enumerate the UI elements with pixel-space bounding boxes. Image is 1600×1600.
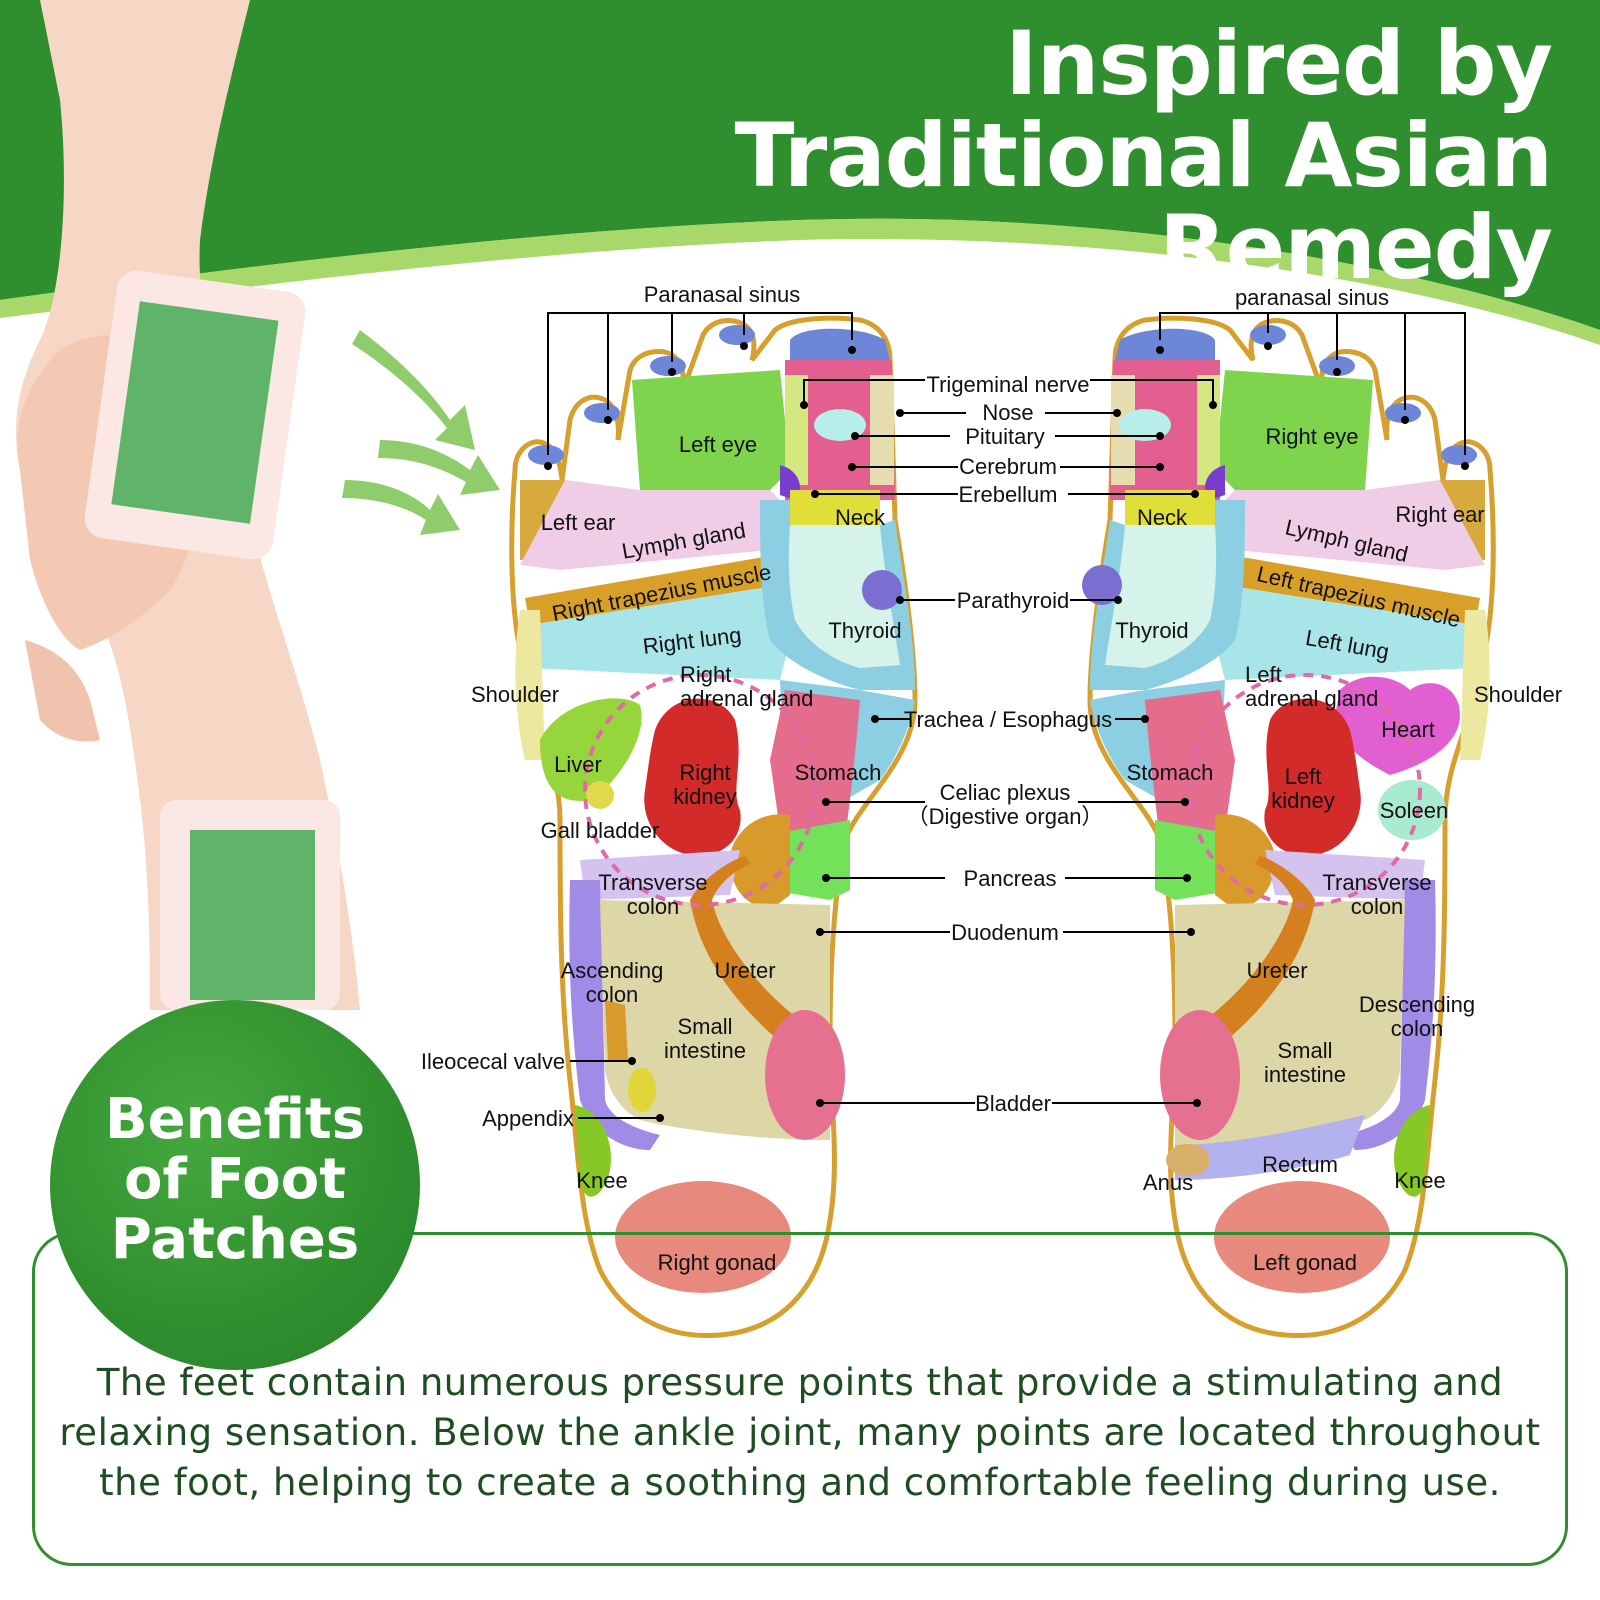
benefits-badge-text: Benefits of Foot Patches	[104, 1087, 366, 1272]
leg-photo	[16, 0, 360, 1010]
label-cerebrum: Cerebrum	[959, 454, 1057, 479]
description-text: The feet contain numerous pressure point…	[59, 1361, 1541, 1504]
label-thyroid-right: Thyroid	[1115, 618, 1188, 643]
left-foot	[509, 315, 918, 1339]
header-band	[0, 0, 1600, 330]
label-appendix: Appendix	[482, 1106, 574, 1131]
label-parathyroid: Parathyroid	[957, 588, 1070, 613]
label-nose: Nose	[982, 400, 1033, 425]
page-title: Inspired by Traditional Asian Remedy	[734, 12, 1554, 299]
right-foot	[1082, 315, 1496, 1339]
label-neck-right: Neck	[1137, 505, 1188, 530]
label-anus: Anus	[1143, 1170, 1193, 1195]
label-heart: Heart	[1381, 717, 1435, 742]
label-left-ear: Left ear	[541, 510, 616, 535]
leader-dots	[544, 342, 1469, 1122]
label-shoulder-left: Shoulder	[471, 682, 559, 707]
label-left-eye: Left eye	[679, 432, 757, 457]
label-right-ear: Right ear	[1395, 502, 1484, 527]
label-rectum: Rectum	[1262, 1152, 1338, 1177]
label-soleen: Soleen	[1380, 798, 1449, 823]
label-celiac: Celiac plexus（Digestive organ）	[907, 780, 1104, 829]
label-gall-bladder: Gall bladder	[541, 818, 660, 843]
label-stomach-right: Stomach	[1127, 760, 1214, 785]
label-duodenum: Duodenum	[951, 920, 1059, 945]
label-pancreas: Pancreas	[964, 866, 1057, 891]
label-trigeminal: Trigeminal nerve	[926, 372, 1089, 397]
label-stomach-left: Stomach	[795, 760, 882, 785]
label-shoulder-right: Shoulder	[1474, 682, 1562, 707]
label-right-gonad: Right gonad	[658, 1250, 777, 1275]
direction-arrows	[342, 330, 500, 535]
header-accent-stripe	[0, 218, 1600, 345]
label-paranasal-right: paranasal sinus	[1235, 285, 1389, 310]
label-trachea: Trachea / Esophagus	[904, 707, 1112, 732]
label-ureter-left: Ureter	[714, 958, 775, 983]
label-knee-right: Knee	[1394, 1168, 1445, 1193]
label-paranasal-left: Paranasal sinus	[644, 282, 801, 307]
label-left-gonad: Left gonad	[1253, 1250, 1357, 1275]
label-ileocecal: Ileocecal valve	[421, 1049, 565, 1074]
label-erebellum: Erebellum	[958, 482, 1057, 507]
label-right-eye: Right eye	[1266, 424, 1359, 449]
benefits-badge: Benefits of Foot Patches	[50, 1000, 420, 1370]
leader-lines	[547, 312, 1466, 1119]
label-bladder: Bladder	[975, 1091, 1051, 1116]
description-box	[32, 1232, 1568, 1566]
label-ureter-right: Ureter	[1246, 958, 1307, 983]
label-knee-left: Knee	[576, 1168, 627, 1193]
label-liver: Liver	[554, 752, 602, 777]
label-thyroid-left: Thyroid	[828, 618, 901, 643]
label-neck-left: Neck	[835, 505, 886, 530]
label-pituitary: Pituitary	[965, 424, 1044, 449]
